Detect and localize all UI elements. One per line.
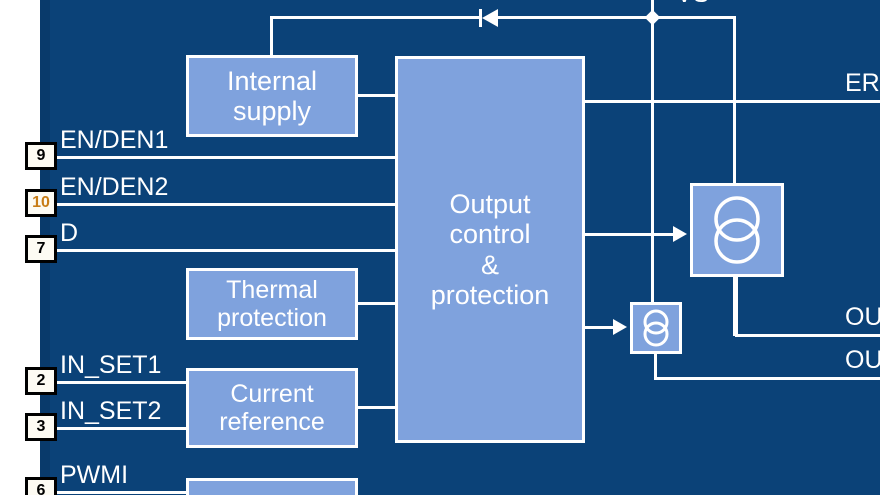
diode-symbol — [476, 7, 502, 29]
signal-label-en-den2: EN/DEN2 — [60, 173, 169, 201]
arrowhead-to-out1-source — [673, 226, 687, 242]
block-output-control-line-3: & — [480, 249, 499, 280]
wire-out1-source-feed — [733, 16, 736, 336]
wire-out2-to-edge — [654, 377, 880, 380]
block-current-reference[interactable]: Current reference — [186, 368, 358, 448]
wire-vs-vertical — [651, 0, 654, 330]
block-output-control-line-4: protection — [430, 279, 550, 310]
block-current-ref-line-1: Current — [230, 380, 314, 408]
signal-label-in-set1: IN_SET1 — [60, 351, 162, 379]
wire-vs-to-out1-branch — [651, 16, 736, 19]
signal-label-out2: OU — [845, 346, 880, 374]
wire-err-output — [585, 100, 880, 103]
wire-current-ref-to-control — [358, 406, 398, 409]
pin-number-3: 3 — [36, 418, 46, 435]
pin-box-7[interactable]: 7 — [25, 235, 57, 263]
wire-rail-left-of-diode — [270, 16, 480, 19]
block-thermal-line-2: protection — [217, 304, 327, 332]
wire-thermal-to-control — [358, 302, 398, 305]
wire-pwmi — [50, 491, 189, 494]
block-output-control-protection[interactable]: Output control & protection — [395, 56, 585, 443]
signal-label-en-den1: EN/DEN1 — [60, 126, 169, 154]
block-current-ref-line-2: reference — [219, 408, 325, 436]
pin-box-2[interactable]: 2 — [25, 367, 57, 395]
signal-label-vs: VS — [676, 0, 709, 9]
signal-label-in-set2: IN_SET2 — [60, 397, 162, 425]
pin-number-10: 10 — [32, 194, 50, 211]
block-internal-supply-line-2: supply — [232, 96, 312, 126]
pin-number-9: 9 — [36, 147, 46, 164]
block-internal-supply[interactable]: Internal supply — [186, 55, 358, 137]
pin-box-3[interactable]: 3 — [25, 413, 57, 441]
wire-control-to-out2-source — [585, 326, 615, 329]
current-source-symbol-out1 — [690, 183, 784, 277]
wire-out1-to-edge — [735, 334, 880, 337]
signal-label-d: D — [60, 219, 79, 247]
pin-box-9[interactable]: 9 — [25, 142, 57, 170]
signal-label-err: ER — [845, 69, 880, 97]
signal-label-pwmi: PWMI — [60, 461, 129, 489]
pin-number-7: 7 — [36, 240, 46, 257]
signal-label-out1: OU — [845, 303, 880, 331]
block-internal-supply-line-1: Internal — [226, 65, 318, 96]
current-source-symbol-out2 — [630, 302, 682, 354]
pin-box-10[interactable]: 10 — [25, 189, 57, 217]
block-thermal-line-1: Thermal — [226, 276, 318, 304]
wire-in-set2 — [50, 427, 189, 430]
wire-internal-supply-to-rail — [270, 16, 273, 57]
wire-control-to-out1-source — [585, 233, 675, 236]
wire-internal-supply-to-control — [358, 94, 398, 97]
arrowhead-to-out2-source — [613, 319, 627, 335]
wire-rail-right-of-diode — [498, 16, 658, 19]
wire-en-den1 — [50, 156, 398, 159]
wire-en-den2 — [50, 203, 398, 206]
pin-number-6: 6 — [36, 482, 46, 495]
block-thermal-protection[interactable]: Thermal protection — [186, 268, 358, 340]
wire-in-set1 — [50, 381, 189, 384]
wire-out1-down — [735, 277, 738, 337]
block-output-control-line-2: control — [449, 219, 531, 250]
pin-number-2: 2 — [36, 372, 46, 389]
block-output-control-line-1: Output — [449, 189, 531, 220]
block-pwm[interactable] — [186, 478, 358, 495]
wire-out2-down — [654, 352, 657, 380]
wire-d — [50, 249, 398, 252]
pin-box-6[interactable]: 6 — [25, 477, 57, 495]
